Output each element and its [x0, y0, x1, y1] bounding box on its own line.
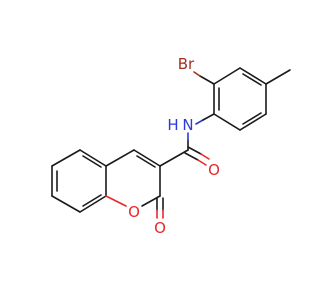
bond-double-inner — [242, 112, 262, 125]
bond-amide-carbonyl — [184, 152, 199, 161]
bond-double-inner — [136, 155, 156, 168]
bond — [79, 149, 107, 167]
bond — [239, 67, 267, 85]
bond — [133, 149, 161, 167]
bond — [51, 149, 81, 167]
bond — [193, 71, 201, 77]
bond — [213, 67, 241, 85]
bond-double-inner — [82, 194, 102, 207]
bond-double-inner — [82, 155, 102, 168]
bond-double-inner — [242, 73, 262, 86]
atom-label-carbonyl-oxygen: O — [208, 161, 220, 179]
molecule-diagram: Br N H O O O — [51, 55, 291, 237]
bond-amide-carbonyl — [200, 153, 210, 160]
bond-amide-carbonyl — [197, 159, 207, 166]
atom-label-ring-oxygen: O — [128, 203, 140, 221]
bond — [239, 113, 267, 131]
bond — [159, 149, 189, 167]
bonds — [51, 67, 291, 219]
bond — [79, 195, 107, 213]
bond-amide-carbonyl — [187, 146, 202, 155]
bond — [213, 113, 241, 131]
bond-ring-oxygen — [105, 195, 127, 207]
atom-label-bromine: Br — [178, 55, 195, 73]
atom-label-hydrogen: H — [167, 116, 178, 134]
bond — [195, 119, 204, 125]
atom-label-lactone-oxygen: O — [154, 219, 166, 237]
bond — [199, 75, 215, 85]
bond-methyl — [265, 69, 291, 85]
atom-labels: Br N H O O O — [128, 55, 220, 237]
atom-label-nitrogen: N — [182, 116, 193, 134]
structure-canvas: Br N H O O O — [51, 55, 291, 237]
bond — [105, 149, 135, 167]
bond — [51, 195, 81, 213]
bond — [202, 113, 215, 121]
